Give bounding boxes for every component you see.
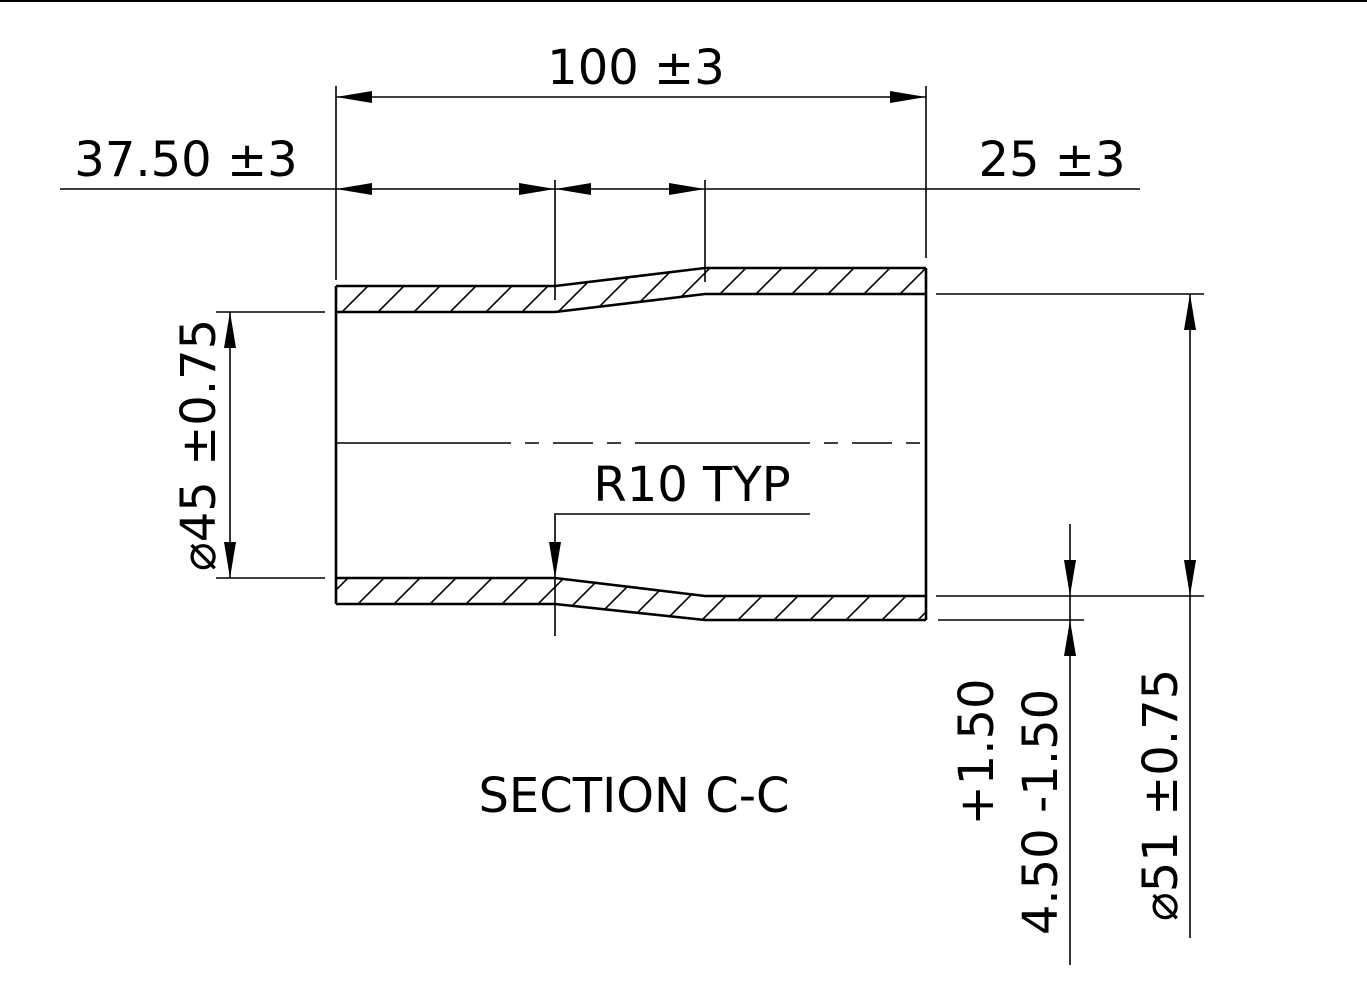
hatch-line xyxy=(695,578,751,620)
hatch-line xyxy=(336,268,393,312)
wall-thickness-label: 4.50 -1.50 xyxy=(1013,689,1069,935)
hatch-line xyxy=(407,268,465,312)
radius-leader: R10 TYP xyxy=(549,457,810,636)
inner-diameter-label: ⌀45 ±0.75 xyxy=(171,319,227,571)
hatch-line xyxy=(371,268,429,312)
wall-upper-tolerance-label: +1.50 xyxy=(949,678,1005,825)
hatch-line xyxy=(443,578,499,620)
hatch-line xyxy=(443,268,501,312)
right-length-label: 25 ±3 xyxy=(978,132,1125,188)
hatch-line xyxy=(371,578,427,620)
top-wall-inner xyxy=(336,292,926,314)
left-length-label: 37.50 ±3 xyxy=(74,132,297,188)
top-wall-outer xyxy=(336,266,926,288)
hatch-line xyxy=(948,572,1002,626)
overall-length-label: 100 ±3 xyxy=(547,40,725,96)
hatch-line xyxy=(875,578,926,620)
hatch-line xyxy=(839,268,897,312)
radius-note-label: R10 TYP xyxy=(593,457,790,513)
part-body xyxy=(334,262,1040,626)
diameter-symbol-icon: ⌀ xyxy=(171,542,227,571)
hatch-line xyxy=(767,268,825,312)
segment-length-dimensions: 37.50 ±3 25 ±3 xyxy=(60,132,1140,300)
hatch-line xyxy=(731,578,787,620)
outer-diameter-dimension: ⌀51 ±0.75 xyxy=(936,293,1204,938)
hatch-line xyxy=(911,578,926,620)
hatch-line xyxy=(336,268,357,312)
overall-length-dimension: 100 ±3 xyxy=(335,40,927,280)
hatch-line xyxy=(479,268,537,312)
inner-diameter-dimension: ⌀45 ±0.75 xyxy=(171,311,325,579)
hatch-line xyxy=(767,578,823,620)
hatch-line xyxy=(336,578,391,620)
hatch-line xyxy=(984,262,1040,318)
hatch-line xyxy=(948,262,1004,318)
hatch-line xyxy=(587,268,645,312)
hatch-line xyxy=(803,578,859,620)
diameter-symbol-icon: ⌀ xyxy=(1133,892,1189,921)
hatch-line xyxy=(623,578,679,620)
hatch-line xyxy=(515,268,573,312)
hatch-line xyxy=(875,268,926,312)
bottom-wall-outer xyxy=(336,602,926,622)
hatch-line xyxy=(623,268,681,312)
hatch-line xyxy=(984,572,1038,626)
hatch-line xyxy=(803,268,861,312)
hatch-line xyxy=(839,578,895,620)
hatch-line xyxy=(587,578,643,620)
hatch-line xyxy=(911,268,926,312)
wall-thickness-dimension: +1.50 4.50 -1.50 xyxy=(938,524,1084,965)
hatch-line xyxy=(479,578,535,620)
hatch-line xyxy=(407,578,463,620)
outer-diameter-label: ⌀51 ±0.75 xyxy=(1133,669,1189,921)
section-title: SECTION C-C xyxy=(478,768,789,824)
hatch-line xyxy=(336,578,355,620)
hatch-line xyxy=(731,268,789,312)
top-wall-hatch xyxy=(336,262,1040,318)
bottom-wall-inner xyxy=(336,576,926,598)
